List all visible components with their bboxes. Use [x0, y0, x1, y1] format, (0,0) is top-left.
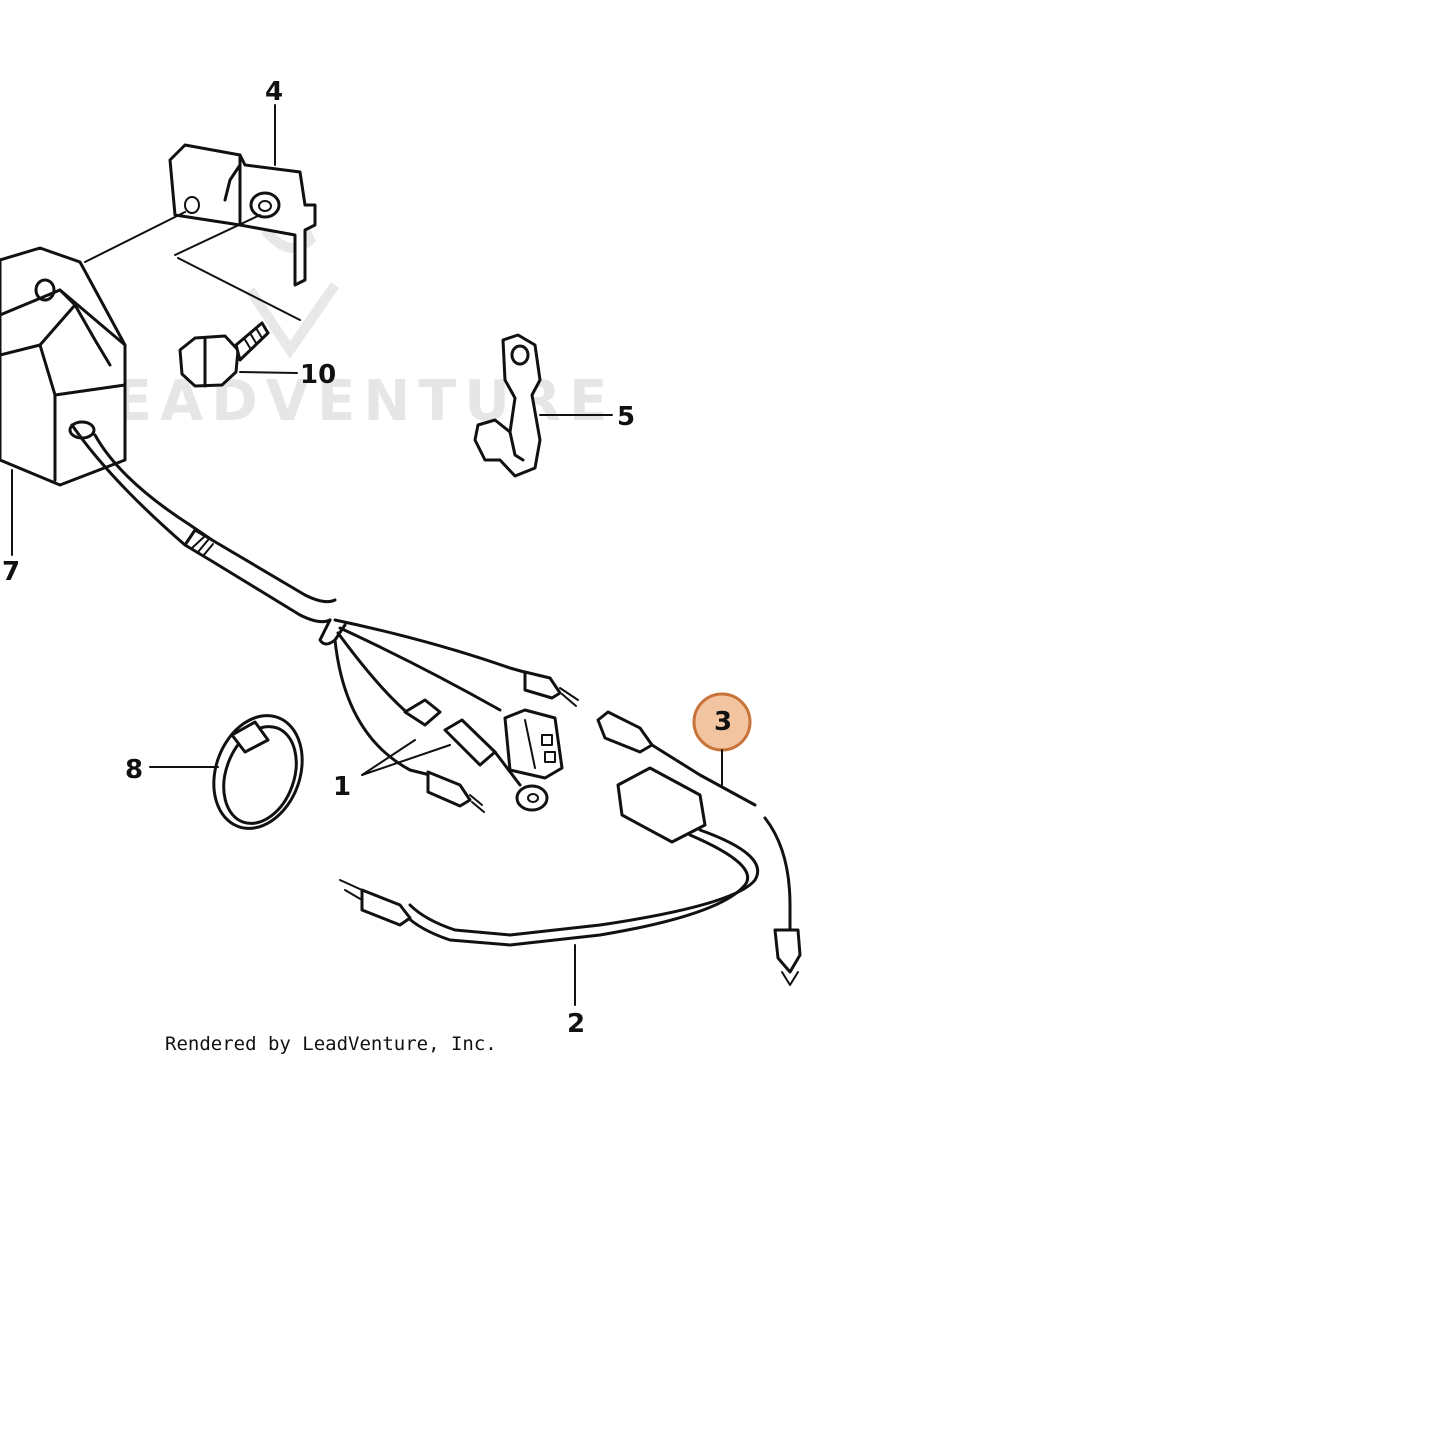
callout-2[interactable]: 2 [567, 1009, 585, 1039]
callout-1[interactable]: 1 [333, 772, 351, 802]
part-wire-3[interactable] [596, 710, 802, 986]
leader-bracket-unit [84, 211, 186, 263]
callout-8[interactable]: 8 [125, 755, 143, 785]
callout-3[interactable]: 3 [714, 707, 732, 737]
part-clamp-5[interactable] [473, 333, 613, 478]
callout-7[interactable]: 7 [2, 557, 20, 587]
part-ignition-unit-7[interactable] [0, 246, 127, 487]
part-bracket-4[interactable] [168, 143, 317, 287]
leader-bolt-path [177, 257, 301, 321]
part-bolt-10[interactable] [178, 321, 298, 388]
part-lead-2[interactable] [339, 766, 760, 1006]
part-clamp-band-8[interactable] [149, 703, 317, 841]
callout-10[interactable]: 10 [300, 360, 336, 390]
part-harness[interactable] [68, 420, 579, 813]
callout-5[interactable]: 5 [617, 402, 635, 432]
callout-4[interactable]: 4 [265, 77, 283, 107]
render-credit: Rendered by LeadVenture, Inc. [165, 1033, 497, 1055]
leader-bracket-unit-2 [174, 214, 261, 256]
